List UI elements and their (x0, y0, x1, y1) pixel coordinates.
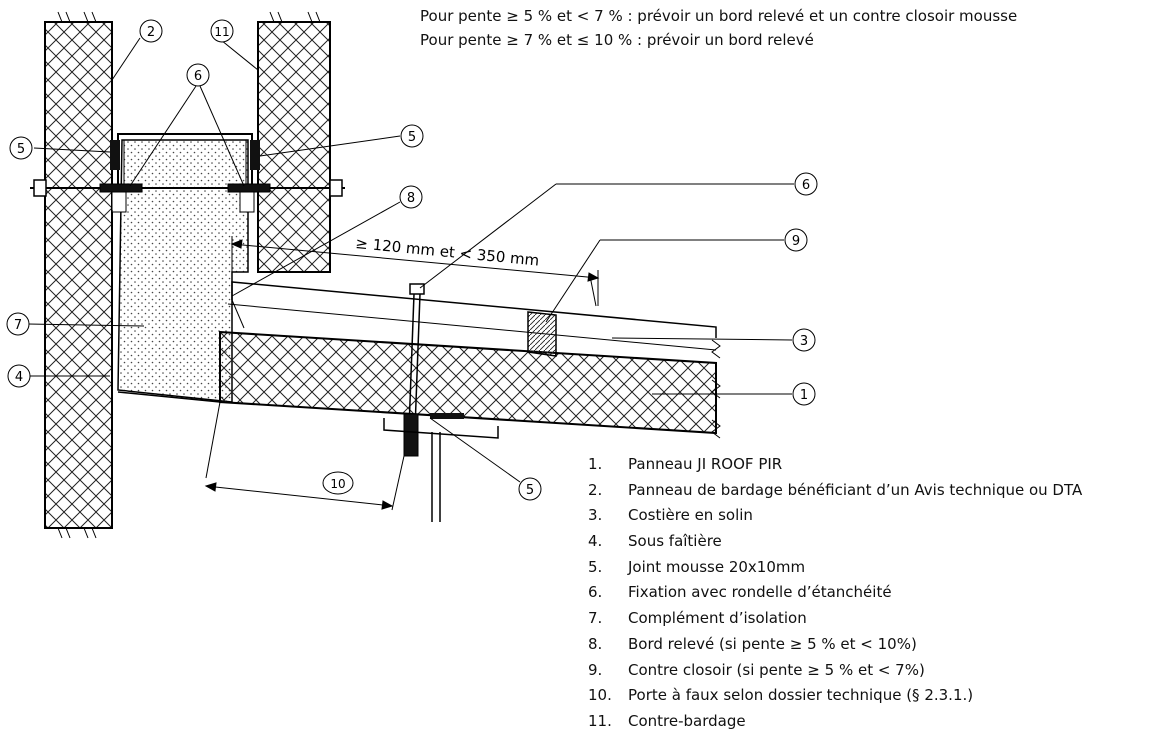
vertical-fixing-screw (403, 283, 425, 457)
callout-8: 8 (399, 185, 423, 209)
dimension-overhang-range (230, 236, 600, 306)
svg-text:5: 5 (408, 130, 416, 145)
legend-item: 1.Panneau JI ROOF PIR (588, 455, 783, 473)
callout-11: 11 (210, 19, 234, 43)
legend-item: 8.Bord relevé (si pente ≥ 5 % et < 10%) (588, 634, 917, 653)
callout-6-top: 6 (186, 63, 210, 87)
leader-lines (27, 35, 794, 483)
legend-item: 3.Costière en solin (588, 506, 753, 525)
legend-item: 6.Fixation avec rondelle d’étanchéité (588, 583, 892, 602)
support-purlin (383, 413, 499, 522)
roof-panel (219, 330, 717, 435)
legend-item: 2.Panneau de bardage bénéficiant d’un Av… (588, 480, 1083, 499)
svg-text:8: 8 (407, 191, 415, 206)
svg-text:6: 6 (802, 178, 810, 193)
legend-item: 10.Porte à faux selon dossier technique … (588, 686, 974, 705)
callout-5-left: 5 (9, 136, 33, 160)
callout-5-right: 5 (400, 124, 424, 148)
foam-joint-left (110, 140, 120, 170)
svg-text:5: 5 (17, 142, 25, 157)
cladding-panel-left (44, 11, 113, 539)
slope-note-1: Pour pente ≥ 5 % et < 7 % : prévoir un b… (420, 7, 1018, 25)
svg-text:11: 11 (214, 25, 229, 39)
callout-10: 10 (322, 471, 354, 495)
legend-item: 11.Contre-bardage (588, 711, 746, 730)
dimension-cantilever (204, 401, 405, 511)
slope-note-2: Pour pente ≥ 7 % et ≤ 10 % : prévoir un … (420, 31, 814, 49)
svg-text:5: 5 (526, 483, 534, 498)
callout-6-right: 6 (794, 172, 818, 196)
callout-2: 2 (139, 19, 163, 43)
svg-text:6: 6 (194, 69, 202, 84)
svg-text:7: 7 (14, 318, 22, 333)
legend-list: 1.Panneau JI ROOF PIR 2.Panneau de barda… (588, 452, 1082, 735)
legend-item: 4.Sous faîtière (588, 532, 722, 551)
callout-3: 3 (792, 328, 816, 352)
svg-text:3: 3 (800, 334, 808, 349)
callout-7: 7 (6, 312, 30, 336)
callout-5-bottom: 5 (518, 477, 542, 501)
svg-text:10: 10 (330, 477, 345, 491)
callout-9: 9 (784, 228, 808, 252)
svg-text:2: 2 (147, 25, 155, 40)
legend-item: 9.Contre closoir (si pente ≥ 5 % et < 7%… (588, 660, 925, 679)
counter-closure (527, 311, 557, 357)
callout-4: 4 (7, 364, 31, 388)
svg-text:1: 1 (800, 388, 808, 403)
ridge-cap-profile (117, 133, 253, 210)
legend-item: 5.Joint mousse 20x10mm (588, 557, 806, 576)
legend-item: 7.Complément d’isolation (588, 609, 807, 628)
callout-1: 1 (792, 382, 816, 406)
svg-text:4: 4 (15, 370, 23, 385)
callouts: 2 11 6 5 5 8 6 9 7 3 4 1 10 5 (6, 19, 818, 501)
svg-text:9: 9 (792, 234, 800, 249)
counter-cladding-panel (257, 11, 331, 273)
foam-joint-right (250, 140, 260, 170)
horizontal-fixing-bolt (30, 179, 345, 213)
